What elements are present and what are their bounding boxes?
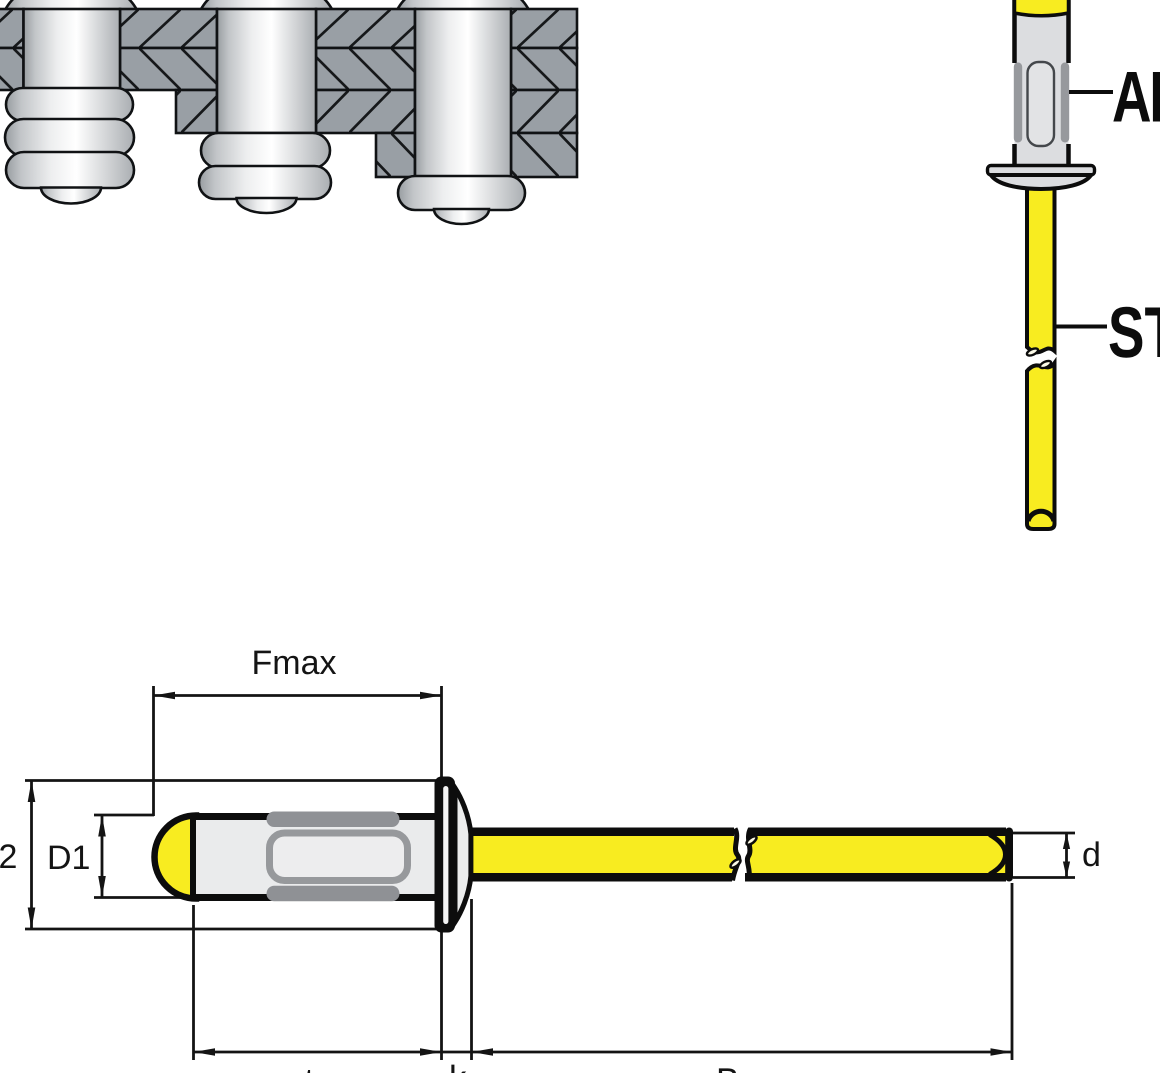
- svg-text:k: k: [449, 1059, 467, 1073]
- svg-text:B: B: [716, 1062, 739, 1073]
- svg-text:Fmax: Fmax: [252, 644, 337, 682]
- svg-text:D1: D1: [47, 839, 90, 877]
- svg-text:ST: ST: [1108, 293, 1160, 373]
- svg-text:d: d: [1082, 836, 1101, 874]
- svg-text:t: t: [305, 1062, 315, 1073]
- svg-text:D2: D2: [0, 838, 17, 876]
- svg-text:AL: AL: [1112, 58, 1160, 138]
